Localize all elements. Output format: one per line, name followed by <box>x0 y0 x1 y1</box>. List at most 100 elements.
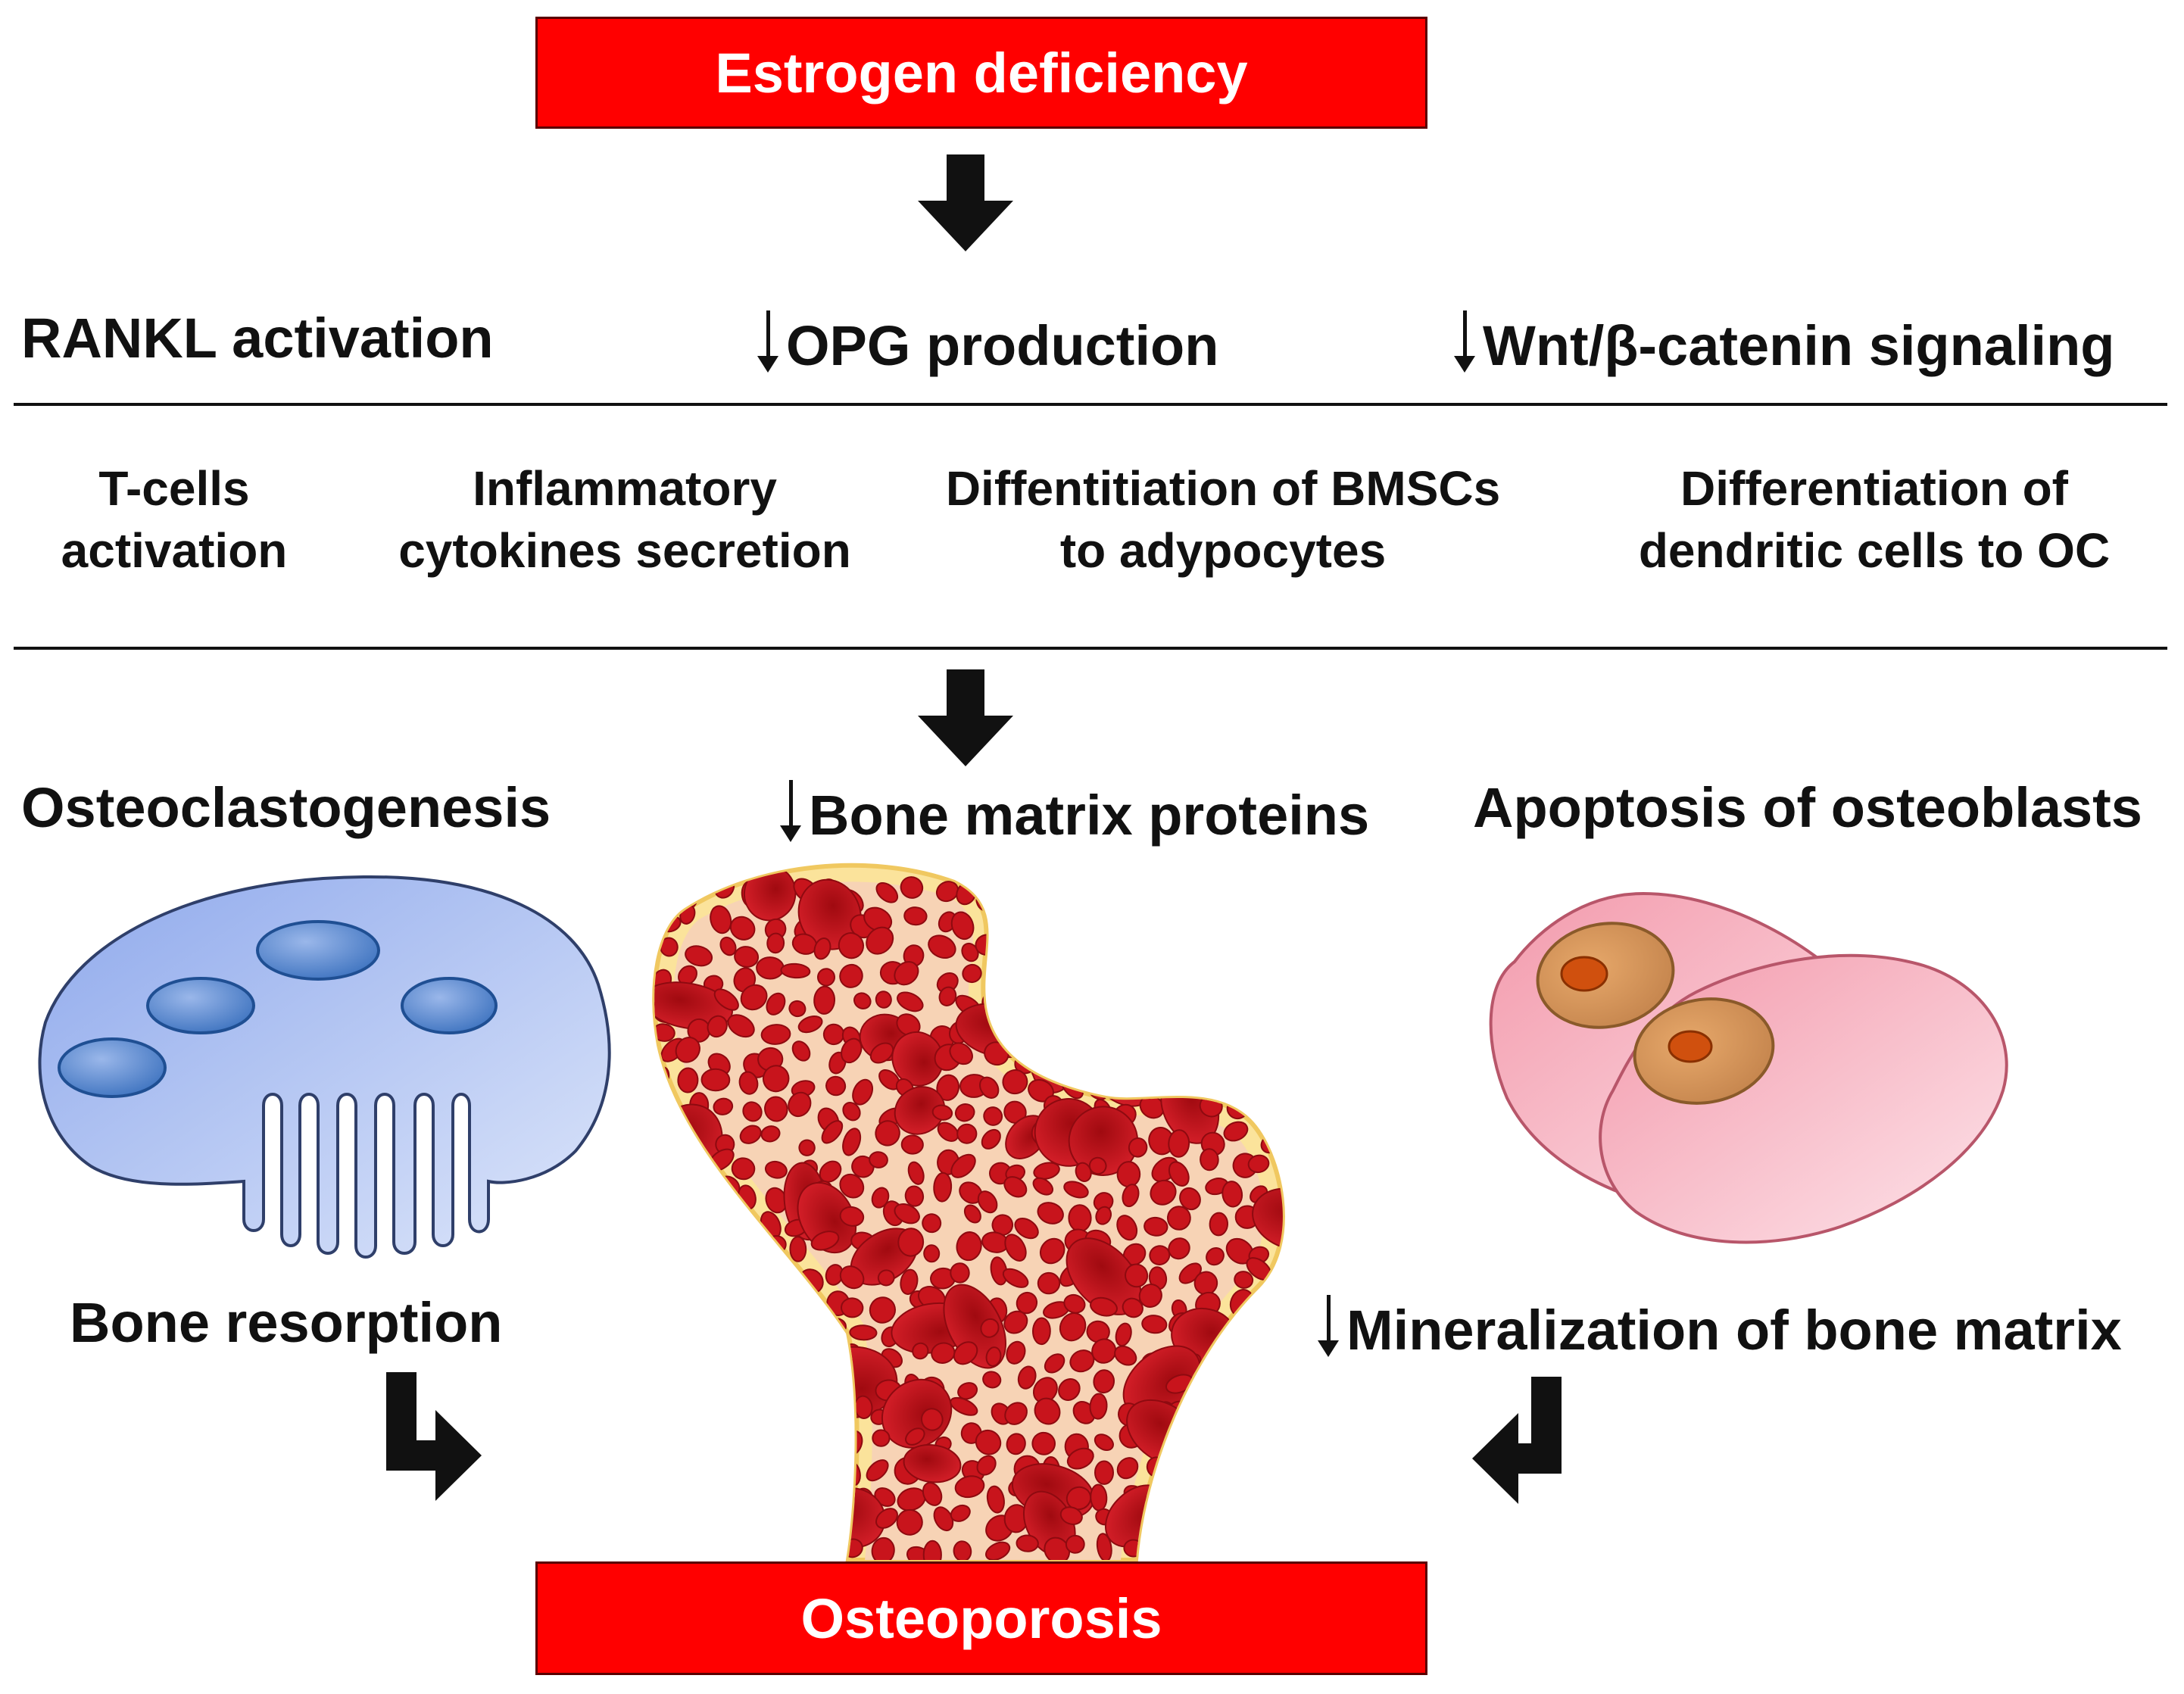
marrow-cavity <box>1201 1374 1226 1396</box>
marrow-cavity <box>1093 966 1112 985</box>
marrow-cavity <box>839 1206 865 1227</box>
marrow-cavity <box>981 1128 1001 1150</box>
marrow-cavity <box>841 1037 863 1064</box>
marrow-cavity <box>875 1508 898 1529</box>
marrow-cavity <box>1122 1297 1143 1318</box>
marrow-cavity <box>1246 1317 1272 1343</box>
marrow-cavity <box>654 1203 700 1240</box>
marrow-cavity <box>851 1155 875 1178</box>
marrow-cavity <box>986 1485 1005 1514</box>
marrow-cavity <box>954 1103 975 1122</box>
marrow-cavity <box>1256 966 1283 991</box>
marrow-cavity <box>1196 909 1221 929</box>
marrow-cavity <box>900 876 924 899</box>
marrow-cavity <box>931 1104 953 1121</box>
marrow-cavity <box>763 1324 791 1348</box>
marrow-cavity <box>711 1534 730 1556</box>
marrow-cavity <box>842 1102 861 1122</box>
mineralization-label: Mineralization of bone matrix <box>1346 1299 2122 1362</box>
marrow-cavity <box>1126 880 1149 901</box>
marrow-cavity <box>815 1438 833 1455</box>
marrow-cavity <box>1228 1355 1249 1377</box>
marrow-cavity <box>871 1536 895 1560</box>
marrow-cavity <box>1042 997 1062 1023</box>
marrow-cavity <box>839 963 863 988</box>
marrow-cavity <box>679 1459 699 1487</box>
marrow-cavity <box>1115 1322 1132 1347</box>
marrow-cavity <box>766 992 786 1015</box>
marrow-cavity <box>741 1242 769 1267</box>
marrow-cavity <box>931 1342 956 1364</box>
marrow-cavity <box>1283 1446 1303 1474</box>
marrow-cavity <box>816 968 836 987</box>
marrow-cavity <box>713 1097 734 1115</box>
dendritic-line-1: Differentiation of <box>1680 461 2068 516</box>
marrow-cavity <box>1246 1418 1283 1501</box>
marrow-cavity <box>1002 1069 1028 1095</box>
marrow-cavity <box>675 1327 701 1347</box>
marrow-cavity <box>707 1015 728 1038</box>
marrow-cavity <box>819 1376 847 1402</box>
marrow-cavity <box>1084 987 1110 1013</box>
marrow-cavity <box>839 1173 865 1199</box>
marrow-cavity <box>1253 998 1283 1066</box>
marrow-cavity <box>1065 964 1094 992</box>
marrow-cavity <box>1059 1506 1083 1525</box>
marrow-cavity <box>766 1429 788 1452</box>
marrow-cavity <box>1091 934 1115 955</box>
marrow-cavity <box>1168 1446 1191 1471</box>
marrow-cavity <box>685 945 713 967</box>
marrow-cavity <box>1233 1012 1253 1034</box>
marrow-cavity <box>1246 1511 1273 1541</box>
marrow-cavity <box>756 956 785 980</box>
marrow-cavity <box>849 1324 878 1341</box>
marrow-cavity <box>903 906 928 926</box>
marrow-cavity <box>1000 995 1030 1019</box>
marrow-cavity <box>787 1458 807 1478</box>
marrow-cavity <box>1290 1421 1315 1445</box>
marrow-cavity <box>679 1475 699 1498</box>
marrow-cavity <box>1004 906 1025 926</box>
marrow-cavity <box>734 1396 754 1421</box>
marrow-cavity <box>1259 878 1280 897</box>
marrow-cavity <box>1090 1483 1108 1511</box>
marrow-cavity <box>869 1151 888 1168</box>
marrow-cavity <box>1096 1533 1112 1560</box>
marrow-cavity <box>760 1024 791 1045</box>
marrow-cavity <box>1037 1202 1064 1224</box>
marrow-cavity <box>1284 1065 1315 1094</box>
marrow-cavity <box>1147 891 1175 909</box>
marrow-cavity <box>1094 1434 1114 1452</box>
marrow-cavity <box>654 1023 675 1042</box>
marrow-cavity <box>1275 1403 1283 1431</box>
marrow-cavity <box>1194 1513 1219 1534</box>
marrow-cavity <box>787 1352 814 1371</box>
marrow-cavity <box>1032 1177 1054 1196</box>
marrow-cavity <box>869 1296 896 1324</box>
marrow-cavity <box>1263 913 1283 934</box>
marrow-cavity <box>1004 1402 1028 1425</box>
marrow-cavity <box>675 1237 702 1256</box>
marrow-cavity <box>1180 1428 1202 1450</box>
marrow-cavity <box>1116 1215 1138 1241</box>
marrow-cavity <box>1200 1406 1220 1427</box>
marrow-cavity <box>823 1502 847 1529</box>
marrow-cavity <box>1017 1365 1037 1390</box>
marrow-cavity <box>1068 1204 1092 1232</box>
marrow-cavity <box>1143 1216 1168 1237</box>
marrow-cavity <box>1142 1071 1165 1097</box>
trabecular-bone-icon <box>652 863 1315 1562</box>
marrow-cavity <box>735 1451 757 1471</box>
marrow-cavity <box>841 1297 864 1318</box>
marrow-cavity <box>1203 989 1225 1009</box>
marrow-cavity <box>744 1342 762 1362</box>
marrow-cavity <box>1149 1028 1165 1047</box>
marrow-cavity <box>950 1262 970 1284</box>
opg-production-text: OPG production <box>757 310 1218 374</box>
marrow-cavity <box>938 986 957 1006</box>
marrow-cavity <box>877 1269 895 1287</box>
estrogen-deficiency-label: Estrogen deficiency <box>715 41 1248 105</box>
marrow-cavity <box>1259 1372 1281 1398</box>
marrow-cavity <box>719 936 737 956</box>
